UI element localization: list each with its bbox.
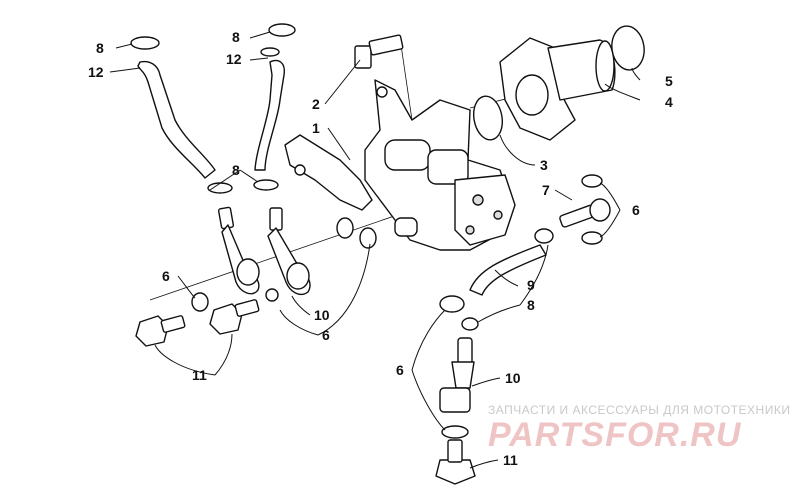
callout-2: 2: [312, 96, 320, 112]
lower-banjo-assembly: [435, 295, 479, 485]
pump-housing: [499, 37, 616, 141]
callout-leaders: [109, 31, 641, 469]
callout-6: 6: [162, 268, 170, 284]
callout-3: 3: [540, 157, 548, 173]
pump-mount-bolt: [354, 34, 404, 69]
callout-9: 9: [527, 277, 535, 293]
callout-11: 11: [192, 367, 207, 383]
oil-pump-body: [364, 79, 516, 251]
callout-5: 5: [665, 73, 673, 89]
banjo-fittings-left: [191, 217, 377, 312]
callout-numbers: 8 12 8 12 2 1 8 3 5 4 7 6 9 8 6 10 6 11 …: [88, 29, 673, 468]
callout-8: 8: [232, 162, 240, 178]
banjo-fitting-right: [559, 174, 611, 245]
callout-12: 12: [88, 64, 104, 80]
o-ring: [472, 95, 504, 141]
watermark-tagline: ЗАПЧАСТИ И АКСЕССУАРЫ ДЛЯ МОТОТЕХНИКИ: [488, 403, 791, 417]
callout-4: 4: [665, 94, 673, 110]
callout-8: 8: [232, 29, 240, 45]
callout-6: 6: [396, 362, 404, 378]
callout-12: 12: [226, 51, 242, 67]
callout-10: 10: [314, 307, 330, 323]
callout-8: 8: [96, 40, 104, 56]
callout-6: 6: [322, 327, 330, 343]
callout-10: 10: [505, 370, 521, 386]
callout-11: 11: [503, 452, 518, 468]
callout-1: 1: [312, 120, 320, 136]
banjo-bolts-left: [135, 299, 260, 347]
housing-seal-ring: [611, 25, 645, 71]
oil-line-hose: [469, 228, 554, 296]
mounting-bracket: [284, 134, 373, 211]
callout-8: 8: [527, 297, 535, 313]
callout-6: 6: [632, 202, 640, 218]
callout-7: 7: [542, 182, 550, 198]
watermark-logo: PARTSFOR.RU: [488, 416, 742, 454]
